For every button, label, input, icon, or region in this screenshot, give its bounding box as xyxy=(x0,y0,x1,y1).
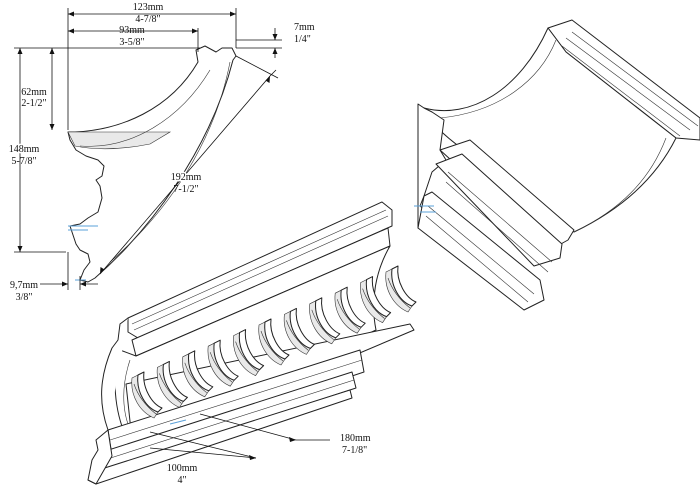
dim-bottom-step-in: 3/8" xyxy=(16,292,33,303)
dim-upper-drop-mm: 62mm xyxy=(21,87,47,98)
dim-module-length-in: 7-1/8" xyxy=(342,445,367,456)
dim-width-total-in: 4-7/8" xyxy=(135,14,160,25)
modillion-bracket xyxy=(283,307,315,355)
modillion-bracket xyxy=(360,276,392,323)
cove-band-middle xyxy=(435,153,563,267)
profile-outline xyxy=(67,45,237,283)
modillion-bracket xyxy=(182,350,214,398)
modillion-row xyxy=(131,265,417,419)
profile-section-view xyxy=(67,45,237,283)
modillion-bracket xyxy=(258,318,290,366)
dim-width-inner-in: 3-5/8" xyxy=(119,37,144,48)
dim-upper-drop-in: 2-1/2" xyxy=(21,98,46,109)
cove-isometric-view xyxy=(414,19,700,311)
profile-top-shelf xyxy=(67,131,172,150)
modillion-bracket xyxy=(385,265,417,313)
dim-module-spacing-in: 4" xyxy=(177,475,186,486)
bracket-top-strip xyxy=(127,201,393,339)
modillion-bracket xyxy=(131,371,163,419)
dim-height-total-mm-label: 148mm xyxy=(9,144,40,155)
dim-top-lip-mm: 7mm xyxy=(294,22,315,33)
dim-module-spacing-mm: 100mm xyxy=(167,463,198,474)
profile-cove-outer xyxy=(109,61,231,263)
bracket-blue-ref xyxy=(169,419,187,425)
profile-dimensions: 123mm 4-7/8" 93mm 3-5/8" 7mm 1/4" 62mm 2… xyxy=(7,2,315,303)
cove-band-lower xyxy=(417,191,545,311)
profile-cove-inner xyxy=(79,69,211,147)
modillion-bracket xyxy=(334,286,366,334)
bracket-end-cap xyxy=(87,317,129,485)
dim-top-lip-in: 1/4" xyxy=(294,34,311,45)
dim-width-total-mm: 123mm xyxy=(133,2,164,13)
modillion-bracket xyxy=(156,360,188,408)
modillion-bracket xyxy=(233,329,265,376)
dim-diagonal-in: 7-1/2" xyxy=(173,184,198,195)
bracket-isometric-view xyxy=(87,201,417,485)
dim-diagonal-mm: 192mm xyxy=(171,172,202,183)
dim-module-length-mm: 180mm xyxy=(340,433,371,444)
dim-width-inner-mm: 93mm xyxy=(119,25,145,36)
modillion-bracket xyxy=(207,339,239,387)
cove-face xyxy=(423,27,677,233)
bracket-dimensions: 180mm 7-1/8" 100mm 4" xyxy=(149,413,371,486)
dim-height-total-mm: 148mm xyxy=(9,144,40,155)
dim-diagonal-mm-label: 192mm xyxy=(171,172,202,183)
modillion-bracket xyxy=(309,297,341,345)
dim-bottom-step-mm: 9,7mm xyxy=(10,280,38,291)
dim-height-total-in: 5-7/8" xyxy=(11,156,36,167)
